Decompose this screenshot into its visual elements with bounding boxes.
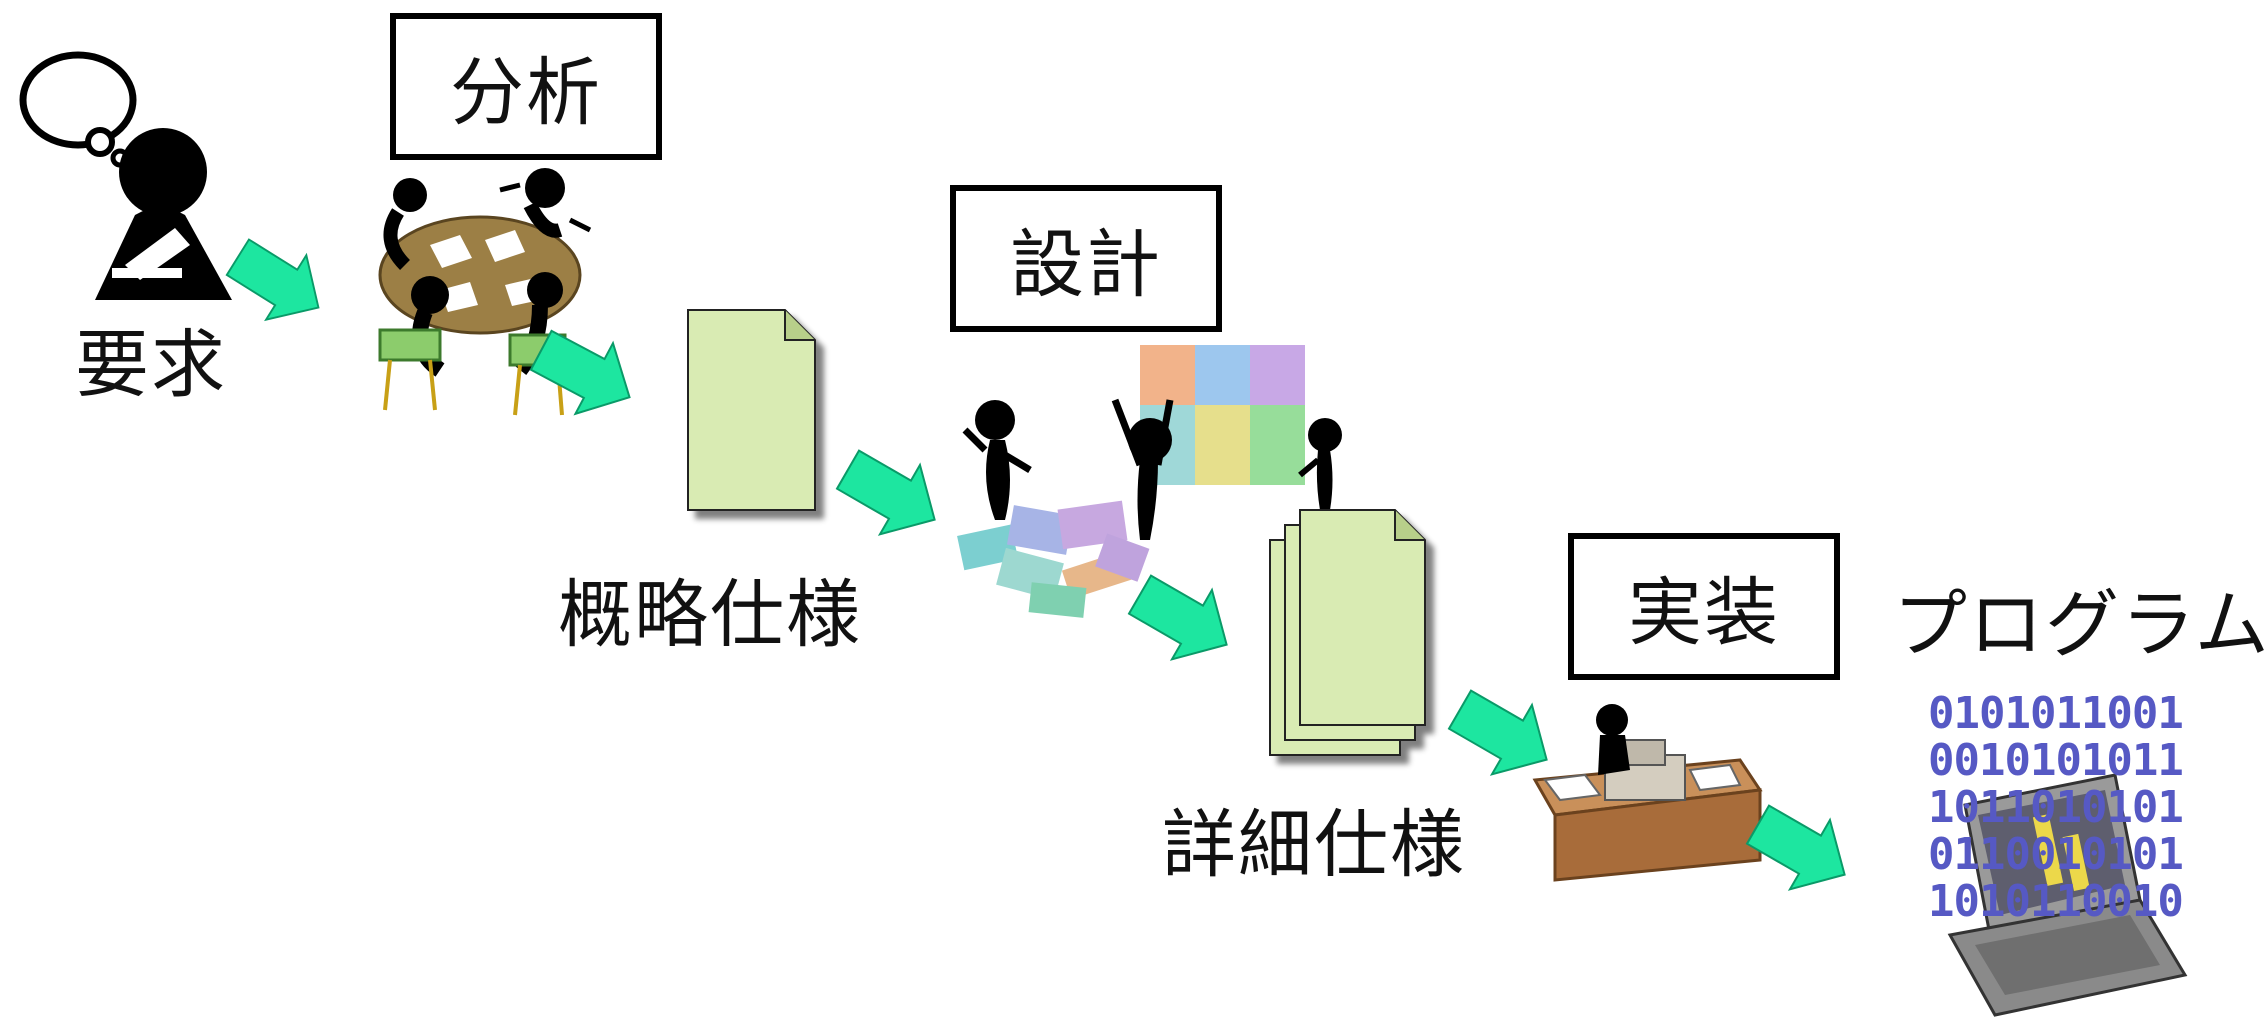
- requirement-label: 要求: [75, 322, 227, 408]
- person-icon: [962, 400, 1032, 520]
- program-label: プログラム: [1893, 582, 2265, 668]
- binary-line: 0101011001: [1928, 688, 2184, 739]
- stage-analysis-label: 分析: [450, 50, 602, 136]
- puzzle-pieces-icon: [957, 500, 1150, 618]
- stage-implementation-label: 実装: [1628, 570, 1780, 656]
- stage-analysis-box: 分析: [390, 13, 662, 160]
- document-icon: [687, 309, 816, 511]
- stage-design-box: 設計: [950, 185, 1222, 332]
- binary-code: 0101011001 0010101011 1011010101 0110010…: [1928, 688, 2184, 927]
- desk-icon: [1532, 704, 1763, 882]
- binary-line: 1011010101: [1928, 782, 2184, 833]
- binary-line: 1010110010: [1928, 876, 2184, 927]
- arrow-icon: [827, 434, 956, 556]
- detailed-spec-label: 詳細仕様: [1162, 802, 1466, 888]
- arrow-icon: [1119, 559, 1248, 681]
- stage-implementation-box: 実装: [1568, 533, 1840, 680]
- stage-design-label: 設計: [1010, 222, 1162, 308]
- arrow-icon: [216, 224, 340, 341]
- arrow-icon: [1439, 674, 1568, 796]
- rough-spec-label: 概略仕様: [558, 572, 862, 658]
- person-icon: [1111, 398, 1342, 540]
- documents-stack-icon: [1269, 509, 1426, 756]
- laptop-icon: [1947, 773, 2188, 1017]
- thought-bubble-icon: [19, 51, 137, 168]
- person-icon: [95, 128, 232, 300]
- binary-line: 0110010101: [1928, 829, 2184, 880]
- binary-line: 0010101011: [1928, 735, 2184, 786]
